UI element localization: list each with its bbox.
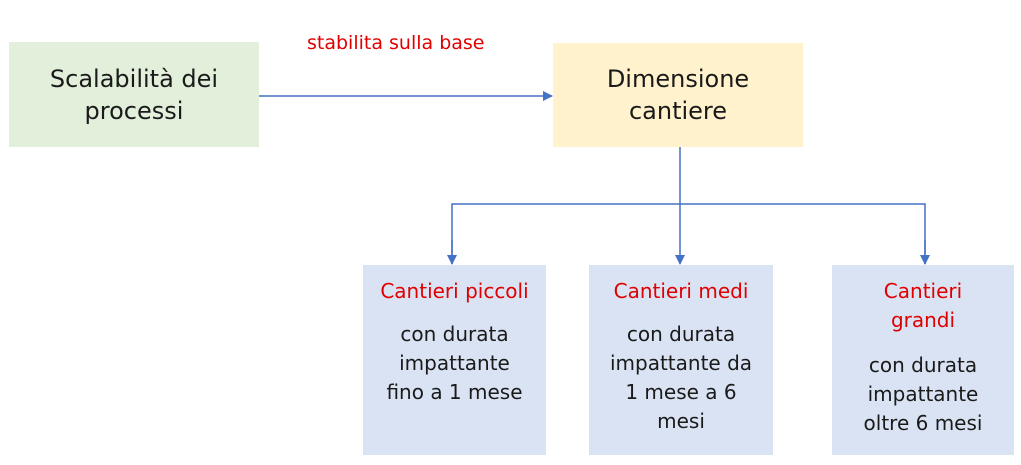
node-medium-desc-line: impattante da [609, 351, 753, 375]
node-small-desc-line: fino a 1 mese [386, 380, 523, 404]
node-small-title-line: Cantieri piccoli [380, 279, 529, 303]
node-small-desc: con durata impattante fino a 1 mese [386, 320, 522, 407]
node-small-sites: Cantieri piccoli con durata impattante f… [363, 265, 546, 455]
node-scalability: Scalabilità dei processi [9, 42, 259, 147]
node-medium-desc-line: con durata [626, 322, 736, 346]
node-medium-sites: Cantieri medi con durata impattante da 1… [589, 265, 773, 455]
node-scalability-line: Scalabilità dei [49, 64, 219, 93]
node-small-title: Cantieri piccoli [380, 277, 528, 306]
node-large-desc-line: oltre 6 mesi [863, 411, 983, 435]
node-medium-desc-line: mesi [657, 409, 705, 433]
node-large-desc-line: impattante [867, 382, 979, 406]
node-medium-desc-line: 1 mese a 6 [625, 380, 737, 404]
node-scalability-line: processi [84, 96, 184, 125]
node-dimension: Dimensione cantiere [553, 43, 803, 147]
node-large-sites: Cantieri grandi con durata impattante ol… [832, 265, 1014, 455]
node-small-desc-line: impattante [399, 351, 510, 375]
node-large-title-line: Cantieri [883, 279, 963, 303]
node-medium-title: Cantieri medi [614, 277, 749, 306]
node-dimension-line: cantiere [628, 97, 728, 125]
node-large-desc-line: con durata [868, 353, 978, 377]
node-large-desc: con durata impattante oltre 6 mesi [864, 351, 983, 438]
edge-label: stabilita sulla base [307, 32, 485, 54]
node-small-desc-line: con durata [400, 322, 509, 346]
node-medium-title-line: Cantieri medi [613, 279, 749, 303]
branch-line [451, 203, 926, 264]
node-medium-desc: con durata impattante da 1 mese a 6 mesi [610, 320, 752, 436]
node-large-title-line: grandi [890, 308, 956, 332]
node-dimension-line: Dimensione [606, 65, 750, 93]
node-large-title: Cantieri grandi [884, 277, 962, 335]
